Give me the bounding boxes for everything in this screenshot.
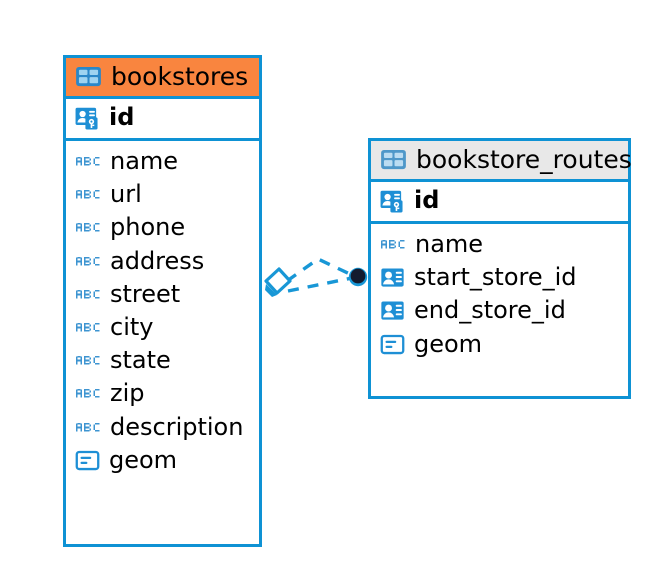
primary-key-label: id xyxy=(109,103,135,132)
relationship-line-upper xyxy=(286,257,353,283)
entity-header-bookstore-routes[interactable]: bookstore_routes xyxy=(371,141,632,179)
text-type-icon xyxy=(75,218,101,237)
text-type-icon xyxy=(75,384,101,403)
field-label: start_store_id xyxy=(414,263,577,292)
field-list-bookstore-routes: name start_store_id xyxy=(371,224,628,367)
diamond-outline-marker xyxy=(264,267,292,297)
field-label: city xyxy=(110,312,154,341)
geometry-type-icon xyxy=(75,448,100,473)
field-row[interactable]: start_store_id xyxy=(371,261,628,294)
field-list-bookstores: name u xyxy=(66,141,259,483)
field-label: zip xyxy=(110,379,145,408)
primary-key-label: id xyxy=(414,186,440,215)
table-icon xyxy=(75,63,102,90)
text-type-icon xyxy=(75,252,101,271)
field-label: street xyxy=(110,279,181,308)
field-label: name xyxy=(110,147,179,175)
field-row[interactable]: zip xyxy=(66,377,259,410)
entity-name-label: bookstore_routes xyxy=(416,145,632,174)
relationship-line-lower xyxy=(287,276,353,293)
field-label: end_store_id xyxy=(414,296,566,325)
field-row[interactable]: name xyxy=(66,145,259,178)
field-label: phone xyxy=(110,213,186,242)
primary-key-row[interactable]: id xyxy=(66,96,259,141)
field-label: url xyxy=(110,180,142,209)
text-type-icon xyxy=(75,318,101,337)
entity-bookstores[interactable]: bookstores id xyxy=(63,55,262,547)
field-row[interactable]: url xyxy=(66,178,259,211)
field-label: state xyxy=(110,346,171,375)
text-type-icon xyxy=(75,285,101,304)
primary-key-icon xyxy=(380,188,406,214)
text-type-icon xyxy=(75,418,101,437)
text-type-icon xyxy=(75,351,101,370)
table-icon xyxy=(380,146,407,173)
text-type-icon xyxy=(75,152,101,171)
field-row[interactable]: geom xyxy=(371,328,628,361)
entity-name-label: bookstores xyxy=(111,62,249,91)
field-row[interactable]: description xyxy=(66,411,259,444)
field-row[interactable]: street xyxy=(66,278,259,311)
geometry-type-icon xyxy=(380,332,405,357)
filled-circle-marker xyxy=(348,267,368,287)
entity-bookstore-routes[interactable]: bookstore_routes id xyxy=(368,138,632,399)
entity-header-bookstores[interactable]: bookstores xyxy=(66,58,259,96)
field-row[interactable]: name xyxy=(371,228,628,261)
field-label: name xyxy=(415,230,484,258)
primary-key-icon xyxy=(75,105,101,131)
field-row[interactable]: state xyxy=(66,344,259,377)
field-row[interactable]: end_store_id xyxy=(371,294,628,327)
field-row[interactable]: address xyxy=(66,245,259,278)
text-type-icon xyxy=(380,235,406,254)
foreign-key-icon xyxy=(380,265,405,290)
primary-key-row[interactable]: id xyxy=(371,179,628,224)
field-label: description xyxy=(110,412,244,441)
field-row[interactable]: phone xyxy=(66,211,259,244)
field-label: address xyxy=(110,246,205,275)
field-label: geom xyxy=(109,445,178,474)
field-row[interactable]: geom xyxy=(66,444,259,477)
foreign-key-icon xyxy=(380,298,405,323)
field-row[interactable]: city xyxy=(66,311,259,344)
text-type-icon xyxy=(75,185,101,204)
field-label: geom xyxy=(414,329,483,358)
